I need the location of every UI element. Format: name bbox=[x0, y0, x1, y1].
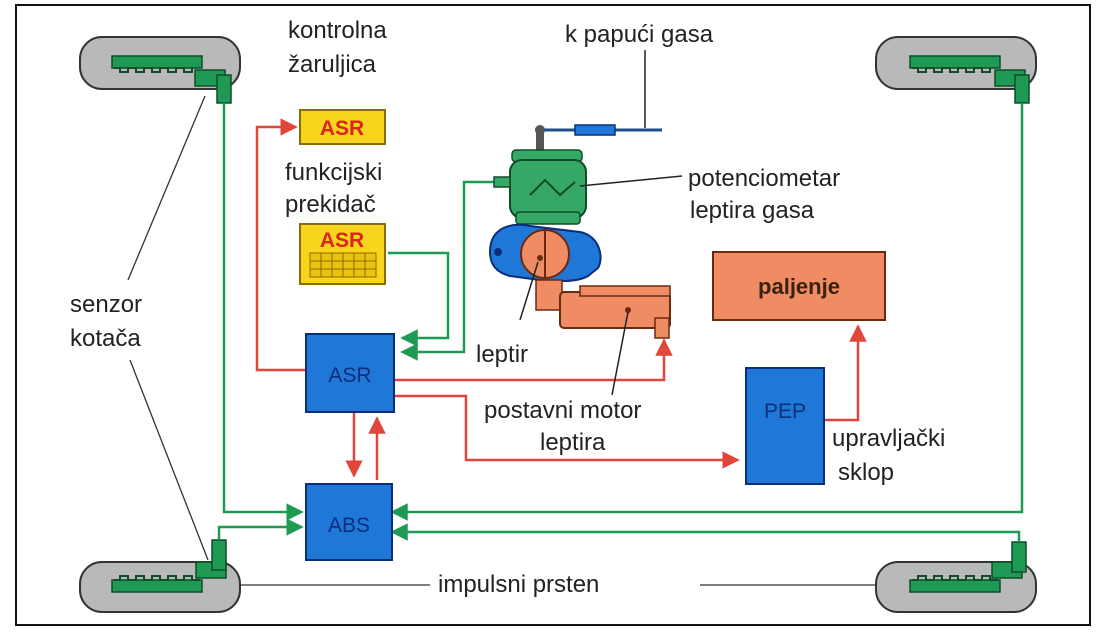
line-tr-sensor-abs bbox=[390, 103, 1024, 521]
funkcijski-label-line2: prekidač bbox=[285, 191, 376, 218]
upravljacki-label-line1: upravljački bbox=[832, 425, 945, 452]
potenciometar-label-line2: leptira gasa bbox=[690, 197, 815, 224]
asr-lamp-label: ASR bbox=[320, 117, 364, 140]
line-bl-sensor-abs bbox=[217, 518, 304, 540]
kontrolna-label-line2: žaruljica bbox=[288, 51, 377, 78]
asr-control-unit: ASR bbox=[305, 333, 395, 413]
kontrolna-label-line1: kontrolna bbox=[288, 17, 387, 44]
wheel-bottom-left bbox=[79, 539, 241, 613]
line-switch-asr bbox=[388, 251, 450, 347]
leader-lines bbox=[127, 95, 876, 586]
asr-warning-lamp: ASR bbox=[299, 109, 386, 145]
asr-unit-label: ASR bbox=[328, 364, 371, 387]
ignition-label: paljenje bbox=[758, 274, 840, 299]
line-asr-lamp bbox=[255, 118, 306, 372]
line-asr-pep bbox=[394, 394, 740, 469]
impulsni-label: impulsni prsten bbox=[438, 571, 599, 598]
red-control-lines bbox=[255, 118, 867, 480]
line-br-sensor-abs bbox=[390, 523, 1021, 542]
abs-unit-label: ABS bbox=[328, 514, 370, 537]
wheel-top-right bbox=[875, 36, 1037, 104]
senzor-label-line1: senzor bbox=[70, 291, 142, 318]
upravljacki-label-line2: sklop bbox=[838, 459, 894, 486]
pep-control-unit: PEP bbox=[745, 367, 825, 485]
postavni-label-line1: postavni motor bbox=[484, 397, 641, 424]
line-pep-ignition bbox=[824, 324, 867, 422]
green-signal-lines bbox=[217, 103, 1024, 542]
papuci-label: k papući gasa bbox=[565, 21, 714, 48]
potenciometar-label-line1: potenciometar bbox=[688, 165, 840, 192]
leptir-label: leptir bbox=[476, 341, 528, 368]
throttle-assembly bbox=[488, 50, 683, 396]
line-asr-motor bbox=[394, 338, 673, 382]
asr-switch-label: ASR bbox=[320, 229, 364, 252]
asr-function-switch: ASR bbox=[299, 223, 386, 285]
line-pot-asr bbox=[400, 180, 502, 361]
funkcijski-label-line1: funkcijski bbox=[285, 159, 382, 186]
wheel-bottom-right bbox=[875, 541, 1037, 613]
line-tl-sensor-abs bbox=[222, 103, 304, 521]
postavni-label-line2: leptira bbox=[540, 429, 606, 456]
senzor-label-line2: kotača bbox=[70, 325, 141, 352]
wheel-top-left bbox=[79, 36, 241, 104]
ignition-box: paljenje bbox=[712, 251, 886, 321]
abs-control-unit: ABS bbox=[305, 483, 393, 561]
pep-unit-label: PEP bbox=[764, 400, 806, 423]
diagram-frame bbox=[15, 4, 1091, 626]
